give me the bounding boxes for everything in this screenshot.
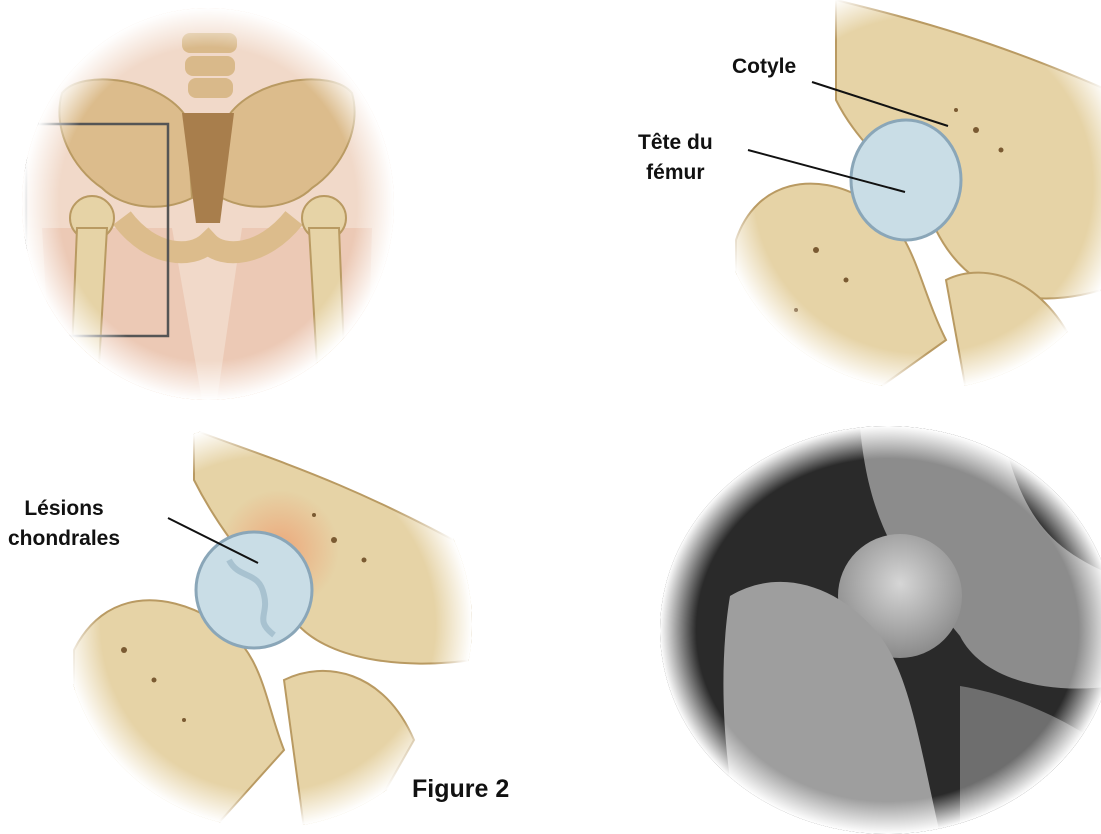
damaged-hip-panel [64,420,472,828]
femoral-head-label-line1: Tête du [638,128,713,158]
arthritic-hip-icon [64,420,472,828]
chondral-lesions-label-line1: Lésions [8,494,120,524]
femoral-head-label-line2: fémur [638,158,713,188]
pelvis-overview-panel [22,8,394,400]
chondral-lesions-label-line2: chondrales [8,524,120,554]
hip-xray-panel [660,426,1101,834]
chondral-lesions-label: Lésions chondrales [8,494,120,554]
figure-caption: Figure 2 [412,775,509,804]
femoral-head-label: Tête du fémur [638,128,713,188]
cotyle-label-text: Cotyle [732,55,796,78]
pelvis-skeleton-icon [22,8,394,400]
xray-icon [660,426,1101,834]
cotyle-label: Cotyle [732,52,796,82]
